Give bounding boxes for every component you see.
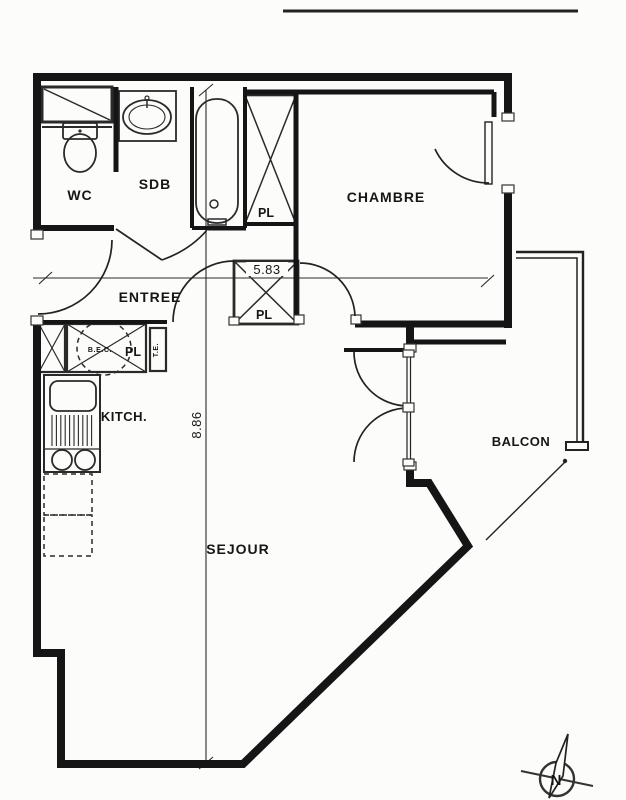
pl-entry-label: PL (256, 308, 272, 322)
toilet-icon (62, 122, 98, 173)
sejour-label: SEJOUR (206, 541, 270, 557)
sdb-label: SDB (139, 176, 172, 192)
closet-cross-icon (244, 94, 297, 225)
dimension-height-value: 8.86 (189, 411, 204, 438)
cooktop-icon (51, 449, 96, 471)
french-door-block (402, 349, 415, 358)
french-door-block (402, 458, 415, 467)
french-door-arc-lower (353, 407, 409, 463)
electrical-panel-label: T.E. (153, 343, 160, 357)
balcony-railing (485, 250, 589, 541)
sink-icon (118, 90, 177, 142)
kitchen-counter (43, 374, 101, 557)
appliance-slot-dashed (43, 473, 93, 516)
water-heater-label: B.E.C. (88, 347, 112, 354)
dimension-width-line (33, 271, 495, 288)
bedroom-door-arc (299, 262, 356, 317)
entree-label: ENTREE (119, 289, 182, 305)
dimension-width-value: 5.83 (253, 262, 280, 277)
chambre-label: CHAMBRE (347, 189, 426, 205)
french-door-block (402, 402, 415, 413)
partition-walls (33, 87, 508, 352)
duct-shaft-icon (40, 85, 114, 128)
north-label: N (551, 772, 562, 789)
appliance-slot-dashed (43, 514, 93, 557)
entry-door-arc (37, 239, 113, 315)
wc-label: WC (67, 187, 92, 203)
doors (37, 121, 493, 467)
exterior-wall (33, 73, 512, 768)
kitchen-label: KITCH. (101, 409, 147, 424)
dim-width-halo (246, 262, 288, 276)
closet-cross-icon (66, 323, 147, 373)
kitchen-sink-icon (49, 380, 97, 412)
french-door-arc-upper (353, 351, 409, 407)
pl-kitchen-label: PL (125, 345, 141, 359)
balcony-edge-line (485, 461, 566, 541)
north-arrow-icon: N (520, 733, 594, 799)
bedroom-window-leaf (484, 121, 493, 185)
sejour-door-arc (172, 260, 235, 323)
dim-height-halo (187, 399, 204, 451)
electrical-panel-box (148, 326, 168, 373)
bedroom-window-arc (434, 148, 490, 184)
wc-door-leaf (115, 228, 163, 261)
bathtub-icon (195, 98, 239, 226)
balcon-label: BALCON (492, 434, 551, 449)
drainer-icon (51, 415, 93, 446)
pl-bath-label: PL (258, 206, 274, 220)
bathroom-door-arc (161, 229, 208, 261)
